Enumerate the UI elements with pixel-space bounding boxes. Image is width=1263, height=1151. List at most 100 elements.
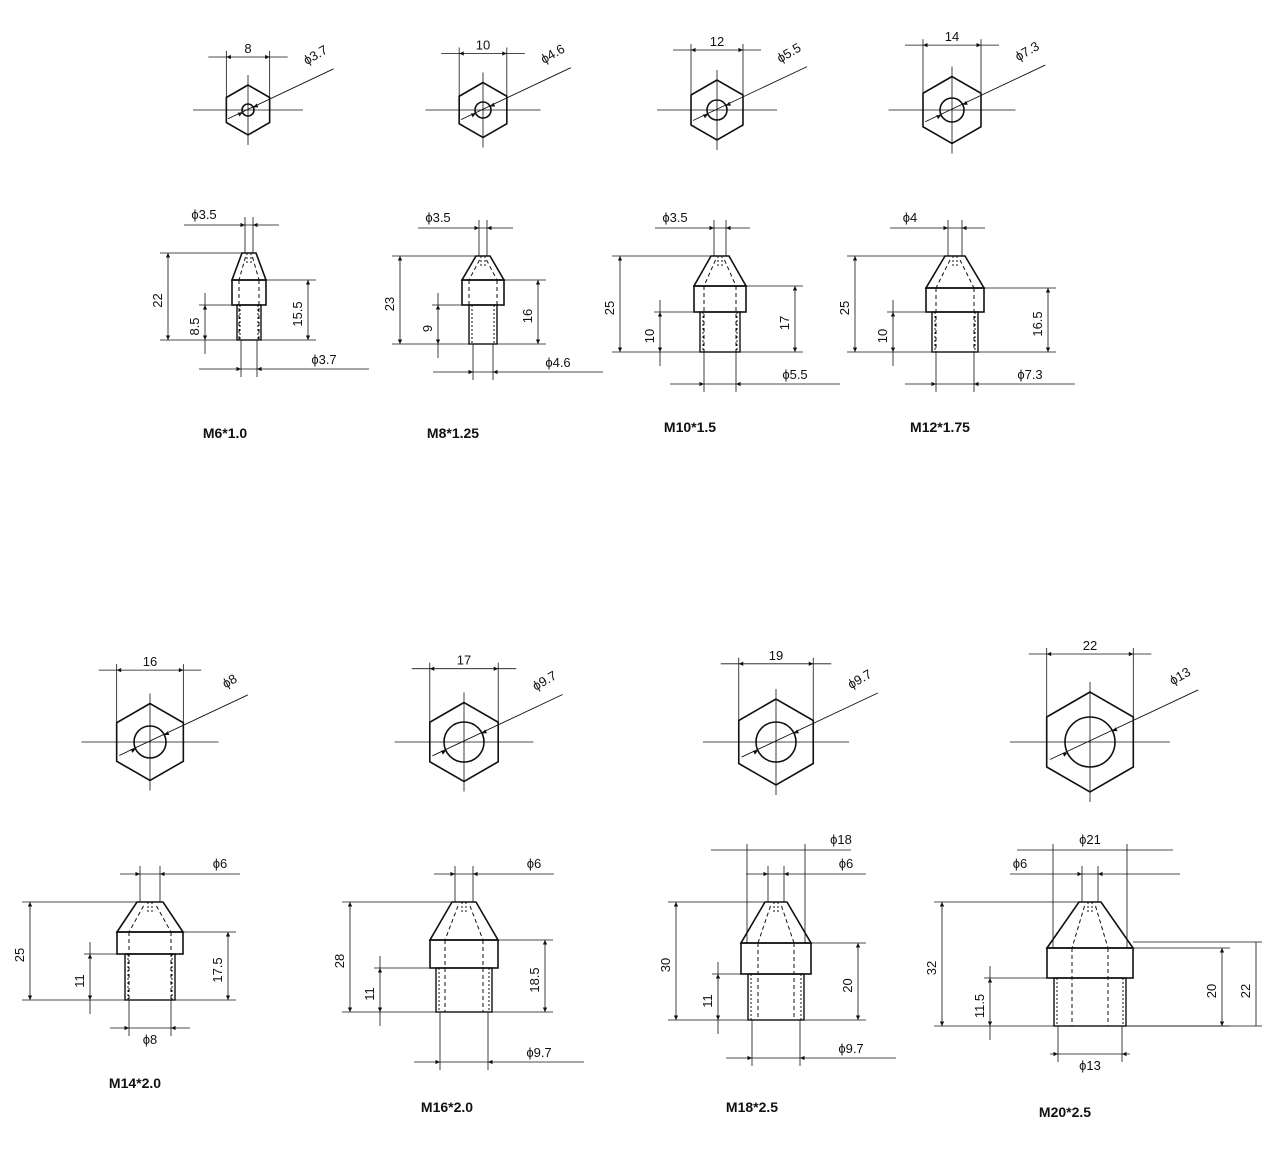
thread — [124, 953, 176, 1001]
side-view: ϕ6 ϕ21 32 11.5 20 22 ϕ13 — [924, 832, 1262, 1073]
side-view: ϕ4 25 10 16.5 ϕ7.3 — [837, 210, 1075, 392]
thread — [1053, 977, 1127, 1027]
thread — [435, 967, 493, 1013]
thread-diameter-label: ϕ7.3 — [1017, 367, 1042, 382]
hole-diameter-label: ϕ5.5 — [774, 40, 803, 66]
thread — [468, 304, 498, 345]
thread-length-label: 10 — [875, 329, 890, 343]
model-label: M10*1.5 — [664, 419, 716, 435]
hex-body — [1046, 947, 1134, 979]
total-height-label: 25 — [602, 301, 617, 315]
orifice-diameter-label: ϕ6 — [527, 856, 542, 871]
thread-diameter-label: ϕ9.7 — [838, 1041, 863, 1056]
hex-top-view: 14 ϕ7.3 — [888, 29, 1046, 154]
nozzle-cone — [692, 255, 748, 287]
hex-width-label: 10 — [476, 38, 490, 53]
hex-top-view: 19 ϕ9.7 — [703, 648, 879, 795]
thread-diameter-label: ϕ5.5 — [782, 367, 807, 382]
hex-width-label: 12 — [710, 34, 724, 49]
side-view: ϕ3.5 23 9 16 ϕ4.6 — [382, 210, 603, 380]
model-label: M6*1.0 — [203, 425, 248, 441]
body-height-label: 17.5 — [210, 957, 225, 982]
orifice-diameter-label: ϕ4 — [903, 210, 918, 225]
hex-body — [231, 279, 267, 306]
thread-diameter-label: ϕ4.6 — [545, 355, 570, 370]
orifice-diameter-label: ϕ6 — [1013, 856, 1028, 871]
orifice-diameter-label: ϕ6 — [839, 856, 854, 871]
hole-diameter-label: ϕ9.7 — [845, 666, 874, 692]
model-label: M20*2.5 — [1039, 1104, 1091, 1120]
hex-width-label: 8 — [244, 41, 251, 56]
orifice-diameter-label: ϕ3.5 — [191, 207, 216, 222]
total-height-label: 25 — [12, 948, 27, 962]
total-height-label: 23 — [382, 297, 397, 311]
nozzle-cone — [1045, 901, 1135, 949]
total-height-label: 30 — [658, 958, 673, 972]
thread-length-label: 11 — [362, 987, 377, 1001]
thread-diameter-label: ϕ8 — [143, 1032, 158, 1047]
hex-top-view: 12 ϕ5.5 — [657, 34, 808, 150]
model-label: M14*2.0 — [109, 1075, 161, 1091]
outer-diameter-label: ϕ21 — [1079, 832, 1101, 847]
total-height-label: 32 — [924, 961, 939, 975]
total-height-label: 28 — [332, 954, 347, 968]
thread-length-label: 9 — [420, 325, 435, 332]
thread-diameter-label: ϕ9.7 — [526, 1045, 551, 1060]
nozzle-cone — [924, 255, 986, 289]
thread-length-label: 11 — [72, 974, 87, 988]
nozzle-cone — [739, 901, 813, 944]
body-height-label: 16 — [520, 309, 535, 323]
total-height-label: 22 — [150, 293, 165, 307]
total-height-label: 25 — [837, 301, 852, 315]
body-height-label: 15.5 — [290, 301, 305, 326]
body-height-2-label: 22 — [1238, 984, 1253, 998]
model-label: M12*1.75 — [910, 419, 970, 435]
model-label: M8*1.25 — [427, 425, 479, 441]
thread — [931, 311, 979, 353]
hex-width-label: 19 — [769, 648, 783, 663]
hex-width-label: 14 — [945, 29, 959, 44]
hex-body — [925, 287, 985, 313]
hex-top-view: 16 ϕ8 — [81, 654, 248, 791]
thread-length-label: 8.5 — [187, 317, 202, 335]
nozzle-cone — [230, 252, 268, 281]
outer-diameter-label: ϕ18 — [830, 832, 852, 847]
model-label: M16*2.0 — [421, 1099, 473, 1115]
hex-width-label: 22 — [1083, 638, 1097, 653]
body-height-label: 18.5 — [527, 967, 542, 992]
body-height-label: 16.5 — [1030, 311, 1045, 336]
hole-diameter-label: ϕ13 — [1167, 664, 1193, 688]
hex-top-view: 17 ϕ9.7 — [394, 653, 563, 792]
hex-width-label: 16 — [143, 654, 157, 669]
nozzle-cone — [460, 255, 506, 281]
thread — [699, 311, 741, 353]
orifice-diameter-label: ϕ3.5 — [425, 210, 450, 225]
hex-top-view: 22 ϕ13 — [1010, 638, 1199, 802]
side-view: ϕ6 28 11 18.5 ϕ9.7 — [332, 856, 584, 1070]
hole-diameter-label: ϕ7.3 — [1012, 38, 1041, 64]
body-height-label: 20 — [1204, 984, 1219, 998]
nozzle-cone — [428, 901, 500, 941]
hex-body — [693, 285, 747, 313]
hex-width-label: 17 — [457, 653, 471, 668]
hole-diameter-label: ϕ8 — [219, 671, 239, 691]
hex-body — [740, 942, 812, 975]
body-height-label: 20 — [840, 978, 855, 992]
thread-diameter-label: ϕ13 — [1079, 1058, 1101, 1073]
thread-length-label: 11.5 — [972, 994, 987, 1018]
model-label: M18*2.5 — [726, 1099, 778, 1115]
hex-body — [116, 931, 184, 955]
hole-diameter-label: ϕ9.7 — [530, 668, 559, 694]
